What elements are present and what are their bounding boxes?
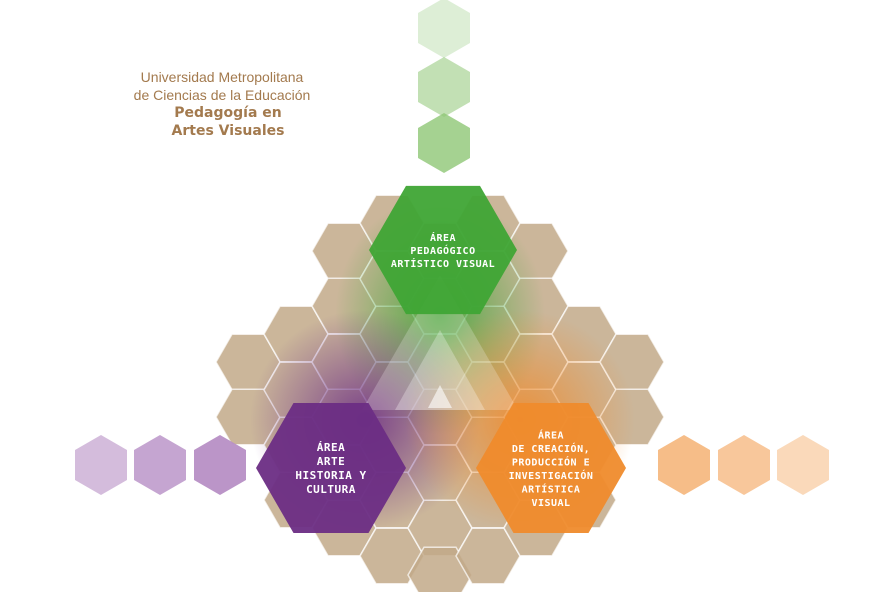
large-triangle bbox=[362, 275, 518, 410]
institution-block: Universidad Metropolitana de Ciencias de… bbox=[112, 68, 332, 140]
area-left-label-line: HISTORIA Y bbox=[295, 469, 366, 482]
center-triangle bbox=[428, 385, 452, 408]
area-right-label-line: PRODUCCIÓN E bbox=[512, 455, 590, 468]
top-arm-hexagon bbox=[418, 57, 470, 117]
right-arm-hexagon bbox=[777, 435, 829, 495]
left-arm-hexagon bbox=[194, 435, 246, 495]
university-name-line1: Universidad Metropolitana bbox=[140, 69, 304, 85]
left-arm-hexagon bbox=[134, 435, 186, 495]
top-arm-hexagon bbox=[418, 113, 470, 173]
top-arm-hexagon bbox=[418, 0, 470, 58]
hexagon-arms bbox=[75, 0, 829, 495]
area-top-label-line: PEDAGÓGICO bbox=[410, 244, 475, 257]
right-arm-hexagon bbox=[718, 435, 770, 495]
area-left-hexagon bbox=[256, 403, 406, 533]
central-triangles bbox=[362, 275, 518, 410]
area-left-label-line: ÁREA bbox=[317, 441, 346, 454]
area-top-label-line: ARTÍSTICO VISUAL bbox=[391, 257, 495, 270]
program-name-line1: Pedagogía en bbox=[174, 105, 282, 121]
area-top-label-line: ÁREA bbox=[430, 231, 456, 244]
tan-hexagon bbox=[407, 546, 473, 592]
area-right-hexagon bbox=[476, 403, 626, 533]
area-top-hexagon bbox=[369, 185, 517, 315]
area-right-label-line: ÁREA bbox=[538, 428, 564, 441]
program-name-line2: Artes Visuales bbox=[171, 123, 285, 139]
area-right-label-line: ARTÍSTICA bbox=[522, 482, 581, 495]
right-arm-hexagon bbox=[658, 435, 710, 495]
university-name-line2: de Ciencias de la Educación bbox=[133, 87, 311, 103]
left-arm-hexagon bbox=[75, 435, 127, 495]
area-left-label-line: CULTURA bbox=[306, 483, 356, 496]
area-right-label-line: DE CREACIÓN, bbox=[512, 442, 590, 455]
area-left-label-line: ARTE bbox=[317, 455, 346, 468]
area-right-label-line: VISUAL bbox=[531, 498, 570, 509]
area-right-label-line: INVESTIGACIÓN bbox=[509, 469, 594, 482]
inner-triangle bbox=[395, 330, 485, 410]
